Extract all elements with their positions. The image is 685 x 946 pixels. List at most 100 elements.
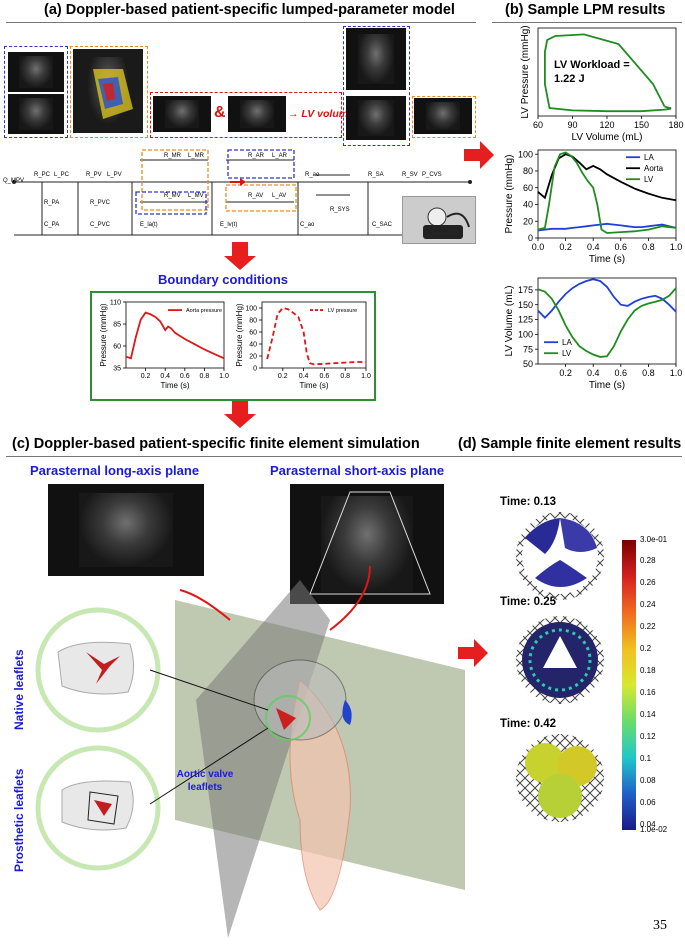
orifice-t2 <box>543 636 577 668</box>
colorbar-tick: 0.26 <box>640 578 656 587</box>
bp-cuff-photo <box>402 196 476 244</box>
aortic-doppler-image <box>228 96 286 132</box>
label-r-av: R_AV <box>248 193 264 199</box>
y-tick-label: 60 <box>113 343 121 350</box>
x-tick-label: 0.4 <box>587 242 600 252</box>
echo-group-left-box <box>4 46 68 138</box>
colorbar-tick: 0.24 <box>640 600 656 609</box>
plot-frame <box>537 149 677 239</box>
plot-frame <box>537 277 677 365</box>
y-tick-label: 40 <box>249 341 257 348</box>
label-c-ao: C_ao <box>300 222 315 228</box>
y-tick-label: 100 <box>518 149 533 159</box>
x-axis-label: Time (s) <box>160 381 189 390</box>
leaflet-t1-b <box>525 518 560 554</box>
panel-c-rule <box>6 456 481 457</box>
x-tick-label: 0.2 <box>141 373 151 380</box>
stent-frame <box>87 791 119 825</box>
y-tick-label: 80 <box>249 317 257 324</box>
colorbar-tick: 0.18 <box>640 666 656 675</box>
doppler-flow-box <box>150 92 342 138</box>
echo-image-right-3-box <box>412 96 476 138</box>
label-r-sa: R_SA <box>368 172 384 178</box>
series-line-lv-pressure <box>266 307 366 366</box>
x-tick-label: 1.0 <box>219 373 229 380</box>
y-tick-label: 100 <box>518 329 533 339</box>
x-tick-label: 0.4 <box>160 373 170 380</box>
fe-model-illustration <box>35 565 465 938</box>
sphygmomanometer-icon <box>423 207 470 239</box>
prosthetic-leaflets-label: Prosthetic leaflets <box>12 768 26 872</box>
y-tick-label: 20 <box>249 353 257 360</box>
x-tick-label: 0.6 <box>180 373 190 380</box>
plane-short-label: Parasternal short-axis plane <box>270 463 445 478</box>
y-tick-label: 150 <box>518 300 533 310</box>
y-tick-label: 75 <box>523 344 533 354</box>
x-tick-label: 180 <box>668 120 683 130</box>
panel-d-rule <box>456 456 682 457</box>
echo-image-right-2 <box>346 96 406 140</box>
colorbar-tick: 0.06 <box>640 798 656 807</box>
x-axis-label: Time (s) <box>589 254 625 265</box>
y-tick-label: 110 <box>110 299 121 306</box>
time-label-2: Time: 0.25 <box>500 596 557 608</box>
colorbar-min: 1.0e-02 <box>640 825 668 834</box>
label-e-la: E_la(t) <box>140 222 158 228</box>
plot-frame <box>261 301 367 369</box>
legend-label: LV <box>562 349 572 358</box>
x-tick-label: 0.6 <box>615 368 628 378</box>
colorbar-tick: 0.1 <box>640 754 652 763</box>
legend-label: Aorta pressure <box>186 308 222 314</box>
x-tick-label: 0.0 <box>532 242 545 252</box>
x-tick-label: 0.2 <box>559 368 572 378</box>
echo-image-right-3 <box>414 98 472 134</box>
boundary-box <box>90 291 376 401</box>
label-r-ao: R_ao <box>305 172 320 178</box>
y-tick-label: 50 <box>523 359 533 369</box>
leaflet-results <box>516 512 604 822</box>
y-tick-label: 60 <box>523 183 533 193</box>
x-tick-label: 1.0 <box>361 373 371 380</box>
panel-b-title: (b) Sample LPM results <box>505 2 666 18</box>
echo-long-axis <box>48 484 204 576</box>
colorbar-tick: 0.22 <box>640 622 656 631</box>
label-l-ar: L_AR <box>272 153 288 159</box>
echo-doppler-box <box>70 46 148 138</box>
y-tick-label: 125 <box>518 315 533 325</box>
colorbar-max: 3.0e-01 <box>640 535 668 544</box>
series-line-la <box>537 222 677 232</box>
y-tick-label: 175 <box>518 285 533 295</box>
label-q-mpv: Q_MPV <box>3 178 25 184</box>
arrow-right-icon <box>464 141 494 169</box>
colorbar-tick: 0.12 <box>640 732 656 741</box>
y-axis-label: Pressure (mmHg) <box>504 155 515 234</box>
legend-label: LV <box>644 175 654 184</box>
native-leaflet-red <box>86 652 120 684</box>
y-axis-label: Pressure (mmHg) <box>99 303 108 366</box>
native-leaflets-label: Native leaflets <box>12 649 26 730</box>
y-axis-label: LV Pressure (mmHg) <box>520 25 531 118</box>
short-axis-sector <box>309 491 431 595</box>
arrow-right-icon-2 <box>458 639 488 667</box>
lumped-circuit <box>12 149 472 236</box>
leaflet-t3-c <box>538 774 582 818</box>
panel-a-title: (a) Doppler-based patient-specific lumpe… <box>44 2 455 18</box>
time-label-1: Time: 0.13 <box>500 496 557 508</box>
colorbar-tick: 0.04 <box>640 820 656 829</box>
echo-short-axis <box>290 484 444 604</box>
x-tick-label: 0.4 <box>299 373 309 380</box>
y-tick-label: 0 <box>528 233 533 243</box>
colorbar-tick: 0.14 <box>640 710 656 719</box>
x-tick-label: 1.0 <box>670 242 683 252</box>
x-tick-label: 0.8 <box>340 373 350 380</box>
x-axis-label: Time (s) <box>299 381 328 390</box>
x-tick-label: 0.8 <box>200 373 210 380</box>
colorbar-tick: 0.2 <box>640 644 652 653</box>
y-axis-label: LV Volume (mL) <box>504 286 515 357</box>
x-tick-label: 0.8 <box>642 242 655 252</box>
